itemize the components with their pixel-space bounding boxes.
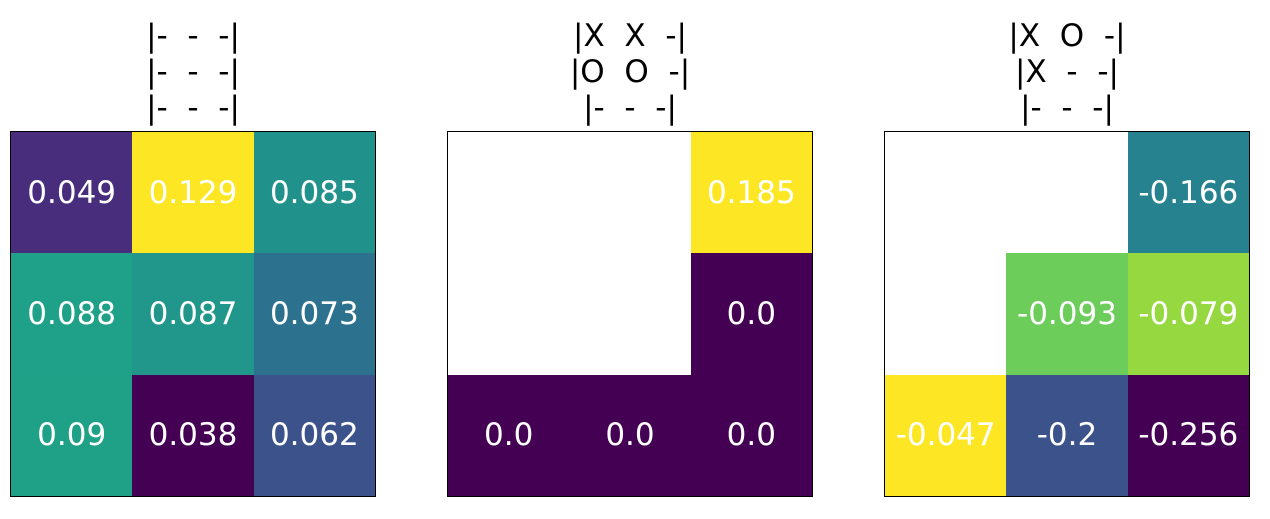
heatmap-cell: -0.166 <box>1127 132 1249 254</box>
heatmap-cell <box>569 132 690 253</box>
heatmap-panel-3: |X O -||X - -||- - -|-0.166-0.093-0.079-… <box>884 0 1250 519</box>
board-row-1: |X O -| <box>1008 18 1126 54</box>
board-state-title: |- - -||- - -||- - -| <box>10 18 376 126</box>
heatmap-cell <box>569 253 690 374</box>
heatmap-cell: 0.049 <box>11 132 133 254</box>
board-row-2: |O O -| <box>569 54 691 90</box>
board-state-title: |X O -||X - -||- - -| <box>884 18 1250 126</box>
board-row-1: |- - -| <box>146 18 240 54</box>
board-row-2: |X - -| <box>1015 54 1119 90</box>
heatmap-cell: 0.0 <box>569 374 691 496</box>
heatmap-cell: 0.0 <box>690 374 812 496</box>
heatmap-cell: 0.09 <box>11 374 133 496</box>
heatmap-cell: -0.093 <box>1006 253 1128 375</box>
board-row-3: |- - -| <box>1020 90 1114 126</box>
heatmap-cell: 0.038 <box>132 374 254 496</box>
board-row-3: |- - -| <box>583 90 677 126</box>
heatmap-cell <box>448 132 569 253</box>
heatmap-cell: -0.079 <box>1127 253 1249 375</box>
heatmap-cell <box>448 253 569 374</box>
heatmap-cell <box>885 253 1006 374</box>
heatmap-cell: 0.085 <box>253 132 375 254</box>
heatmap-cell: -0.2 <box>1006 374 1128 496</box>
heatmap-cell: 0.185 <box>690 132 812 254</box>
heatmap-cell: 0.088 <box>11 253 133 375</box>
heatmap-cell <box>885 132 1006 253</box>
heatmap-cell <box>1006 132 1127 253</box>
heatmap-cell: 0.062 <box>253 374 375 496</box>
heatmap-cell: -0.256 <box>1127 374 1249 496</box>
heatmap-grid: -0.166-0.093-0.079 -0.047-0.2-0.256 <box>884 131 1250 497</box>
board-row-3: |- - -| <box>146 90 240 126</box>
heatmap-cell: 0.087 <box>132 253 254 375</box>
heatmap-cell: 0.0 <box>448 374 570 496</box>
heatmap-cell: 0.129 <box>132 132 254 254</box>
board-state-title: |X X -||O O -||- - -| <box>447 18 813 126</box>
heatmap-cell: 0.0 <box>690 253 812 375</box>
board-row-1: |X X -| <box>573 18 687 54</box>
heatmap-cell: 0.073 <box>253 253 375 375</box>
heatmap-cell: -0.047 <box>885 374 1007 496</box>
board-row-2: |- - -| <box>146 54 240 90</box>
